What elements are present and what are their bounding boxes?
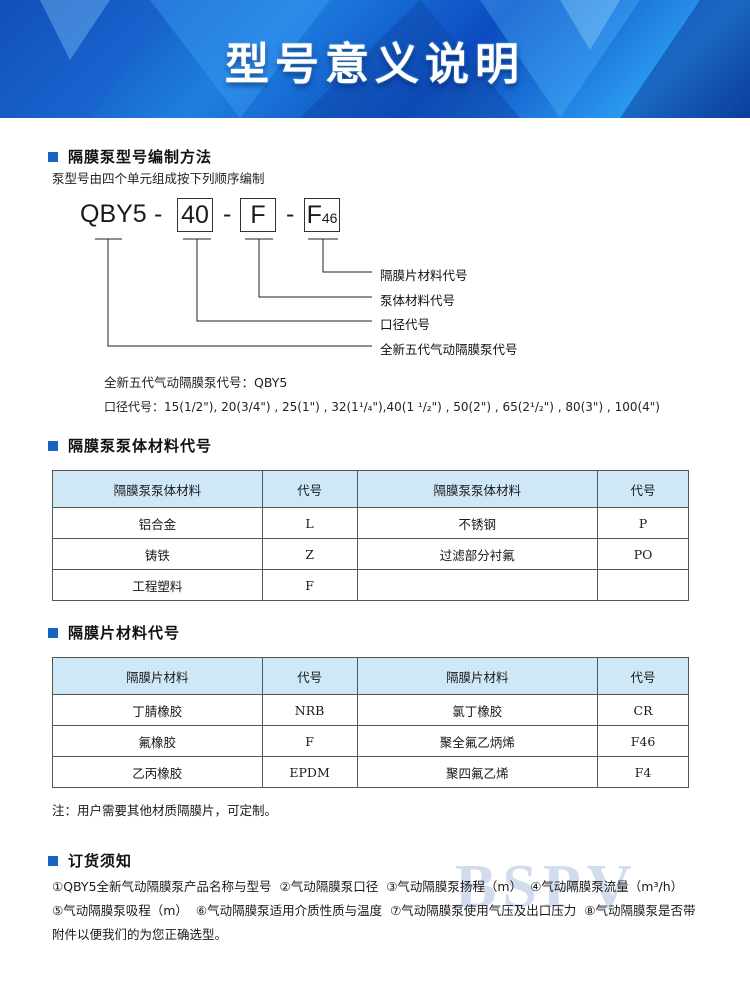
header-banner: 型号意义说明 [0, 0, 750, 118]
desc-caliber-code: 口径代号：15(1/2"), 20(3/4") , 25(1") , 32(1¹… [104, 400, 660, 414]
table-cell: 工程塑料 [52, 569, 263, 601]
table-cell: 铝合金 [52, 507, 263, 539]
order-item: ④气动隔膜泵流量（m³/h） [530, 879, 684, 894]
section-heading-body-material: 隔膜泵泵体材料代号 [48, 435, 212, 456]
label-body-code: 泵体材料代号 [380, 293, 456, 308]
section-bullet-icon [48, 152, 58, 162]
code-dash: - [154, 200, 163, 228]
section-bullet-icon [48, 628, 58, 638]
table-cell: F4 [597, 756, 689, 788]
brand-watermark: BSPV [455, 853, 638, 921]
table-cell: 聚全氟乙炳烯 [356, 725, 599, 757]
diaphragm-material-table: 隔膜片材料 代号 隔膜片材料 代号 丁腈橡胶 NRB 氯丁橡胶 CR 氟橡胶 F… [52, 657, 689, 788]
section-heading-ordering: 订货须知 [48, 850, 132, 871]
section-title: 隔膜泵泵体材料代号 [68, 437, 213, 455]
section-heading-model-method: 隔膜泵型号编制方法 [48, 146, 212, 167]
section-title: 隔膜片材料代号 [68, 624, 181, 642]
table-header-cell: 隔膜片材料 [356, 657, 599, 695]
label-series-code: 全新五代气动隔膜泵代号 [380, 342, 518, 357]
table-cell: NRB [261, 694, 358, 726]
table-cell: 不锈钢 [356, 507, 599, 539]
order-item: ⑤气动隔膜泵吸程（m） [52, 903, 188, 918]
code-dash: - [286, 200, 295, 228]
table-cell: PO [597, 538, 689, 570]
section-title: 订货须知 [68, 852, 133, 870]
table-cell: 丁腈橡胶 [52, 694, 263, 726]
table-header-cell: 隔膜片材料 [52, 657, 263, 695]
order-item: ⑥气动隔膜泵适用介质性质与温度 [195, 903, 383, 918]
section-bullet-icon [48, 441, 58, 451]
table-row: 工程塑料 F [52, 569, 689, 601]
table-header-cell: 隔膜泵泵体材料 [356, 470, 599, 508]
table-cell: 乙丙橡胶 [52, 756, 263, 788]
table-cell [356, 569, 599, 601]
table-header-cell: 代号 [261, 657, 358, 695]
ordering-notes: ①QBY5全新气动隔膜泵产品名称与型号 ②气动隔膜泵口径 ③气动隔膜泵扬程（m）… [52, 875, 702, 947]
table-header-cell: 代号 [597, 657, 689, 695]
table-header-cell: 代号 [597, 470, 689, 508]
table-cell: EPDM [261, 756, 358, 788]
section-title: 隔膜泵型号编制方法 [68, 148, 213, 166]
table-cell: 铸铁 [52, 538, 263, 570]
table-cell: 过滤部分衬氟 [356, 538, 599, 570]
table-cell: F [261, 725, 358, 757]
table-cell: L [261, 507, 358, 539]
section-bullet-icon [48, 856, 58, 866]
code-connector-lines [95, 238, 372, 347]
table-row: 丁腈橡胶 NRB 氯丁橡胶 CR [52, 694, 689, 726]
code-unit-diaphragm-main: F [306, 201, 322, 229]
label-caliber-code: 口径代号 [380, 317, 431, 332]
code-unit-diaphragm: F46 [304, 198, 340, 232]
order-item: ⑦气动隔膜泵使用气压及出口压力 [390, 903, 577, 918]
code-unit-caliber: 40 [177, 198, 213, 232]
table-row: 氟橡胶 F 聚全氟乙炳烯 F46 [52, 725, 689, 757]
order-item: ③气动隔膜泵扬程（m） [386, 879, 523, 894]
table-cell: CR [597, 694, 689, 726]
order-item: ①QBY5全新气动隔膜泵产品名称与型号 [52, 879, 272, 894]
table-cell: 氟橡胶 [52, 725, 263, 757]
banner-title: 型号意义说明 [225, 39, 525, 90]
order-item: ⑧气动隔膜泵是否带附件以便我们的为您正确选型。 [52, 903, 696, 942]
order-item: ②气动隔膜泵口径 [279, 879, 379, 894]
section-heading-diaphragm-material: 隔膜片材料代号 [48, 622, 180, 643]
table-header-row: 隔膜片材料 代号 隔膜片材料 代号 [52, 657, 689, 695]
table-cell: P [597, 507, 689, 539]
table-row: 乙丙橡胶 EPDM 聚四氟乙烯 F4 [52, 756, 689, 788]
table-cell: F46 [597, 725, 689, 757]
body-material-table: 隔膜泵泵体材料 代号 隔膜泵泵体材料 代号 铝合金 L 不锈钢 P 铸铁 Z 过… [52, 470, 689, 601]
code-prefix: QBY5 [80, 200, 147, 228]
table-cell: 氯丁橡胶 [356, 694, 599, 726]
table-cell: F [261, 569, 358, 601]
section-subtitle: 泵型号由四个单元组成按下列顺序编制 [52, 171, 265, 186]
table-cell [597, 569, 689, 601]
code-unit-diaphragm-sub: 46 [321, 210, 338, 226]
banner-background-graphic [0, 0, 750, 118]
code-dash: - [223, 200, 232, 228]
custom-note: 注：用户需要其他材质隔膜片，可定制。 [52, 803, 278, 818]
table-header-cell: 隔膜泵泵体材料 [52, 470, 263, 508]
table-row: 铝合金 L 不锈钢 P [52, 507, 689, 539]
label-diaphragm-code: 隔膜片材料代号 [380, 268, 468, 283]
table-header-row: 隔膜泵泵体材料 代号 隔膜泵泵体材料 代号 [52, 470, 689, 508]
code-unit-body: F [240, 198, 276, 232]
desc-series-code: 全新五代气动隔膜泵代号：QBY5 [104, 375, 288, 390]
table-cell: Z [261, 538, 358, 570]
table-cell: 聚四氟乙烯 [356, 756, 599, 788]
table-header-cell: 代号 [261, 470, 358, 508]
table-row: 铸铁 Z 过滤部分衬氟 PO [52, 538, 689, 570]
